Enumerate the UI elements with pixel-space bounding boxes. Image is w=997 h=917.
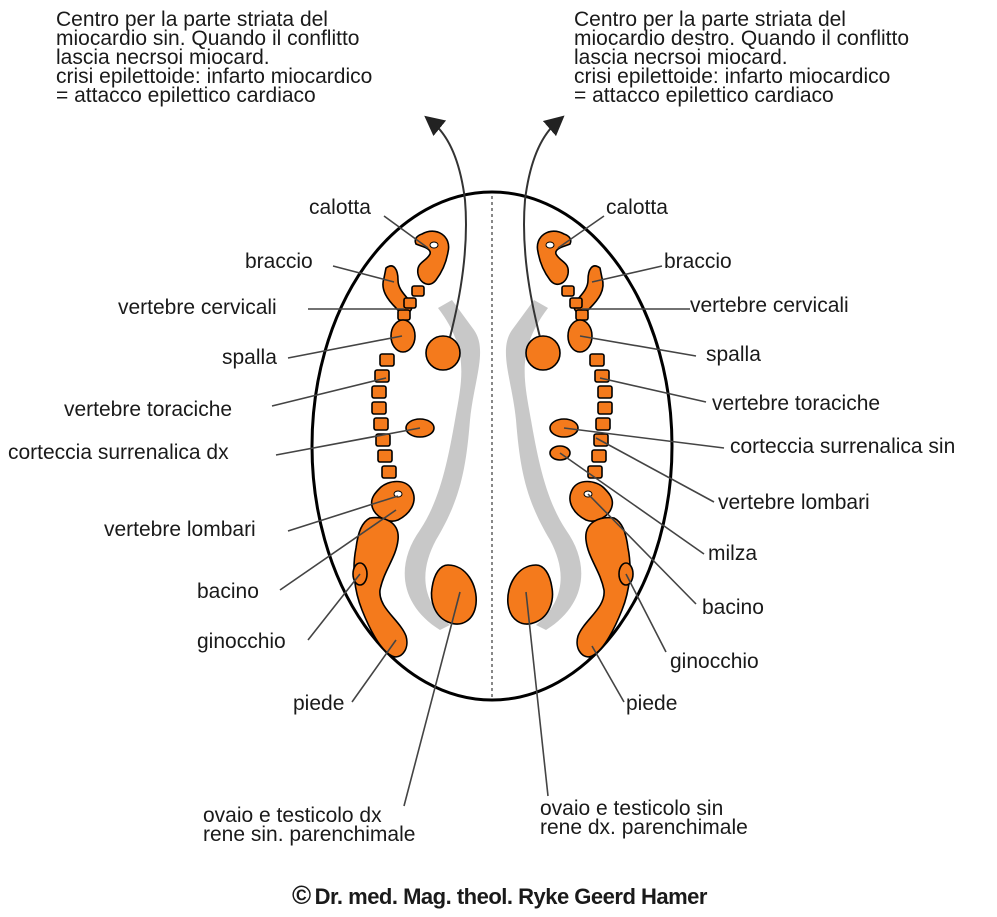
label-right-vertebre-cervicali: vertebre cervicali	[690, 294, 849, 318]
right-calotta-spot	[546, 242, 554, 248]
left-calotta-spot	[430, 242, 438, 248]
label-right-bacino: bacino	[702, 596, 764, 620]
leader-left-piede	[352, 640, 396, 702]
right-thoracic-7	[592, 450, 606, 462]
right-thoracic-5	[596, 418, 610, 430]
label-left-bacino: bacino	[197, 580, 259, 604]
label-left-vertebre-lombari: vertebre lombari	[104, 518, 256, 542]
label-left-calotta: calotta	[309, 196, 371, 220]
left-thoracic-7	[378, 450, 392, 462]
label-left-ginocchio: ginocchio	[197, 630, 286, 654]
label-right-braccio: braccio	[664, 250, 732, 274]
leader-right-piede	[592, 646, 624, 702]
right-cervical-3	[576, 310, 588, 320]
left-thoracic-8	[382, 466, 396, 478]
copyright-text: Dr. med. Mag. theol. Ryke Geerd Hamer	[315, 884, 707, 909]
copyright: ©Dr. med. Mag. theol. Ryke Geerd Hamer	[292, 880, 707, 911]
bottom-right-caption: ovaio e testicolo sin rene dx. parenchim…	[540, 799, 748, 837]
label-left-braccio: braccio	[245, 250, 313, 274]
leader-right-ginocchio	[626, 574, 666, 652]
right-center-relay	[526, 336, 560, 370]
left-thoracic-5	[374, 418, 388, 430]
label-left-piede: piede	[293, 692, 344, 716]
copyright-icon: ©	[292, 880, 311, 910]
right-thoracic-1	[590, 354, 604, 366]
right-cervical-2	[570, 298, 582, 308]
left-thoracic-1	[380, 354, 394, 366]
right-thoracic-8	[588, 466, 602, 478]
label-left-vertebre-toraciche: vertebre toraciche	[64, 398, 232, 422]
label-left-corteccia: corteccia surrenalica dx	[8, 441, 229, 465]
label-right-calotta: calotta	[606, 196, 668, 220]
label-right-milza: milza	[708, 542, 757, 566]
left-thoracic-3	[372, 386, 386, 398]
label-left-spalla: spalla	[222, 346, 277, 370]
label-right-vertebre-lombari: vertebre lombari	[718, 491, 870, 515]
right-thoracic-3	[598, 386, 612, 398]
right-thoracic-4	[598, 402, 612, 414]
label-right-ginocchio: ginocchio	[670, 650, 759, 674]
label-right-vertebre-toraciche: vertebre toraciche	[712, 392, 880, 416]
bottom-left-caption: ovaio e testicolo dx rene sin. parenchim…	[203, 806, 415, 844]
left-spalla-relay	[391, 320, 415, 352]
left-cervical-2	[404, 298, 416, 308]
left-thoracic-4	[372, 402, 386, 414]
left-cervical-1	[412, 286, 424, 296]
label-right-piede: piede	[626, 692, 677, 716]
left-center-relay	[426, 336, 460, 370]
right-cervical-1	[562, 286, 574, 296]
label-right-spalla: spalla	[706, 343, 761, 367]
label-left-vertebre-cervicali: vertebre cervicali	[118, 296, 277, 320]
label-right-corteccia: corteccia surrenalica sin	[730, 435, 955, 459]
left-cervical-3	[398, 310, 410, 320]
